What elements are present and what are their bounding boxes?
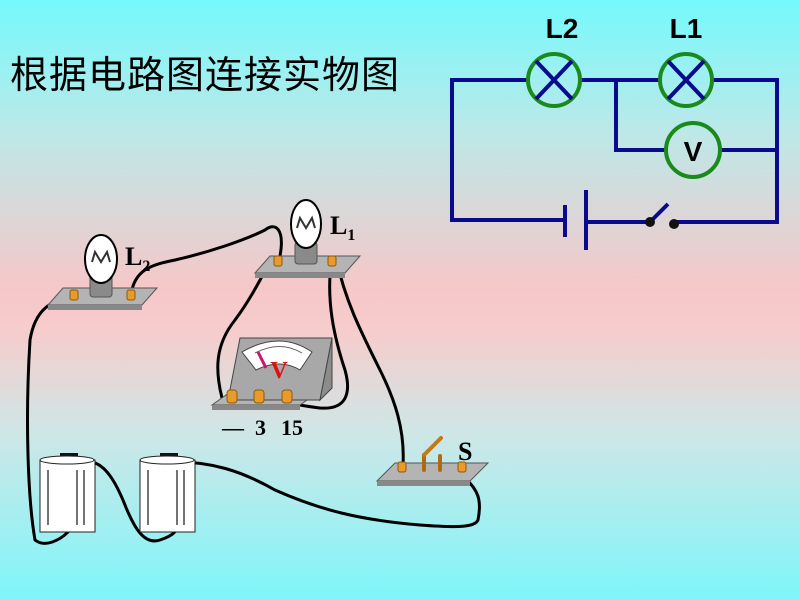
switch-lever (422, 436, 443, 457)
voltmeter-terminal-15 (281, 389, 293, 404)
terminal-label-neg: — (221, 415, 245, 440)
schematic-lamp-l1 (658, 52, 714, 108)
voltmeter-physical: V (210, 337, 333, 410)
page-title: 根据电路图连接实物图 (10, 53, 401, 97)
voltmeter-symbol-label: V (684, 136, 703, 167)
voltmeter-terminal-3 (253, 389, 265, 404)
lamp-l2-label: L2 (125, 242, 150, 275)
battery-2 (139, 453, 196, 533)
lamp-l1-label: L1 (330, 211, 355, 244)
switch-blade (650, 202, 670, 222)
wire-battery-to-switch (176, 460, 481, 529)
switch-label: S (458, 437, 472, 466)
voltmeter-terminal-neg (226, 389, 238, 404)
terminal-label-15: 15 (281, 415, 303, 440)
terminal-label-3: 3 (255, 415, 266, 440)
lamp-l2-physical (46, 234, 159, 310)
schematic-wire-branch (614, 80, 665, 152)
switch-physical (375, 436, 490, 486)
switch-contact-right (669, 219, 679, 229)
schematic-l1-label: L1 (670, 13, 703, 44)
wire-l2-to-l1 (129, 225, 283, 296)
switch-contact-left (645, 217, 655, 227)
wire-l1-to-switch (334, 256, 405, 467)
lamp-l1-physical (253, 199, 362, 278)
battery-1 (39, 453, 96, 533)
schematic-voltmeter: V (664, 121, 722, 179)
schematic-lamp-l2 (526, 52, 582, 108)
schematic-l2-label: L2 (546, 13, 579, 44)
schematic-diagram (450, 78, 779, 250)
wire-l2-to-battery (26, 294, 77, 545)
wire-l1-to-voltmeter-15 (286, 256, 350, 410)
voltmeter-face-label: V (270, 358, 288, 384)
schematic-wire-left (450, 78, 565, 222)
